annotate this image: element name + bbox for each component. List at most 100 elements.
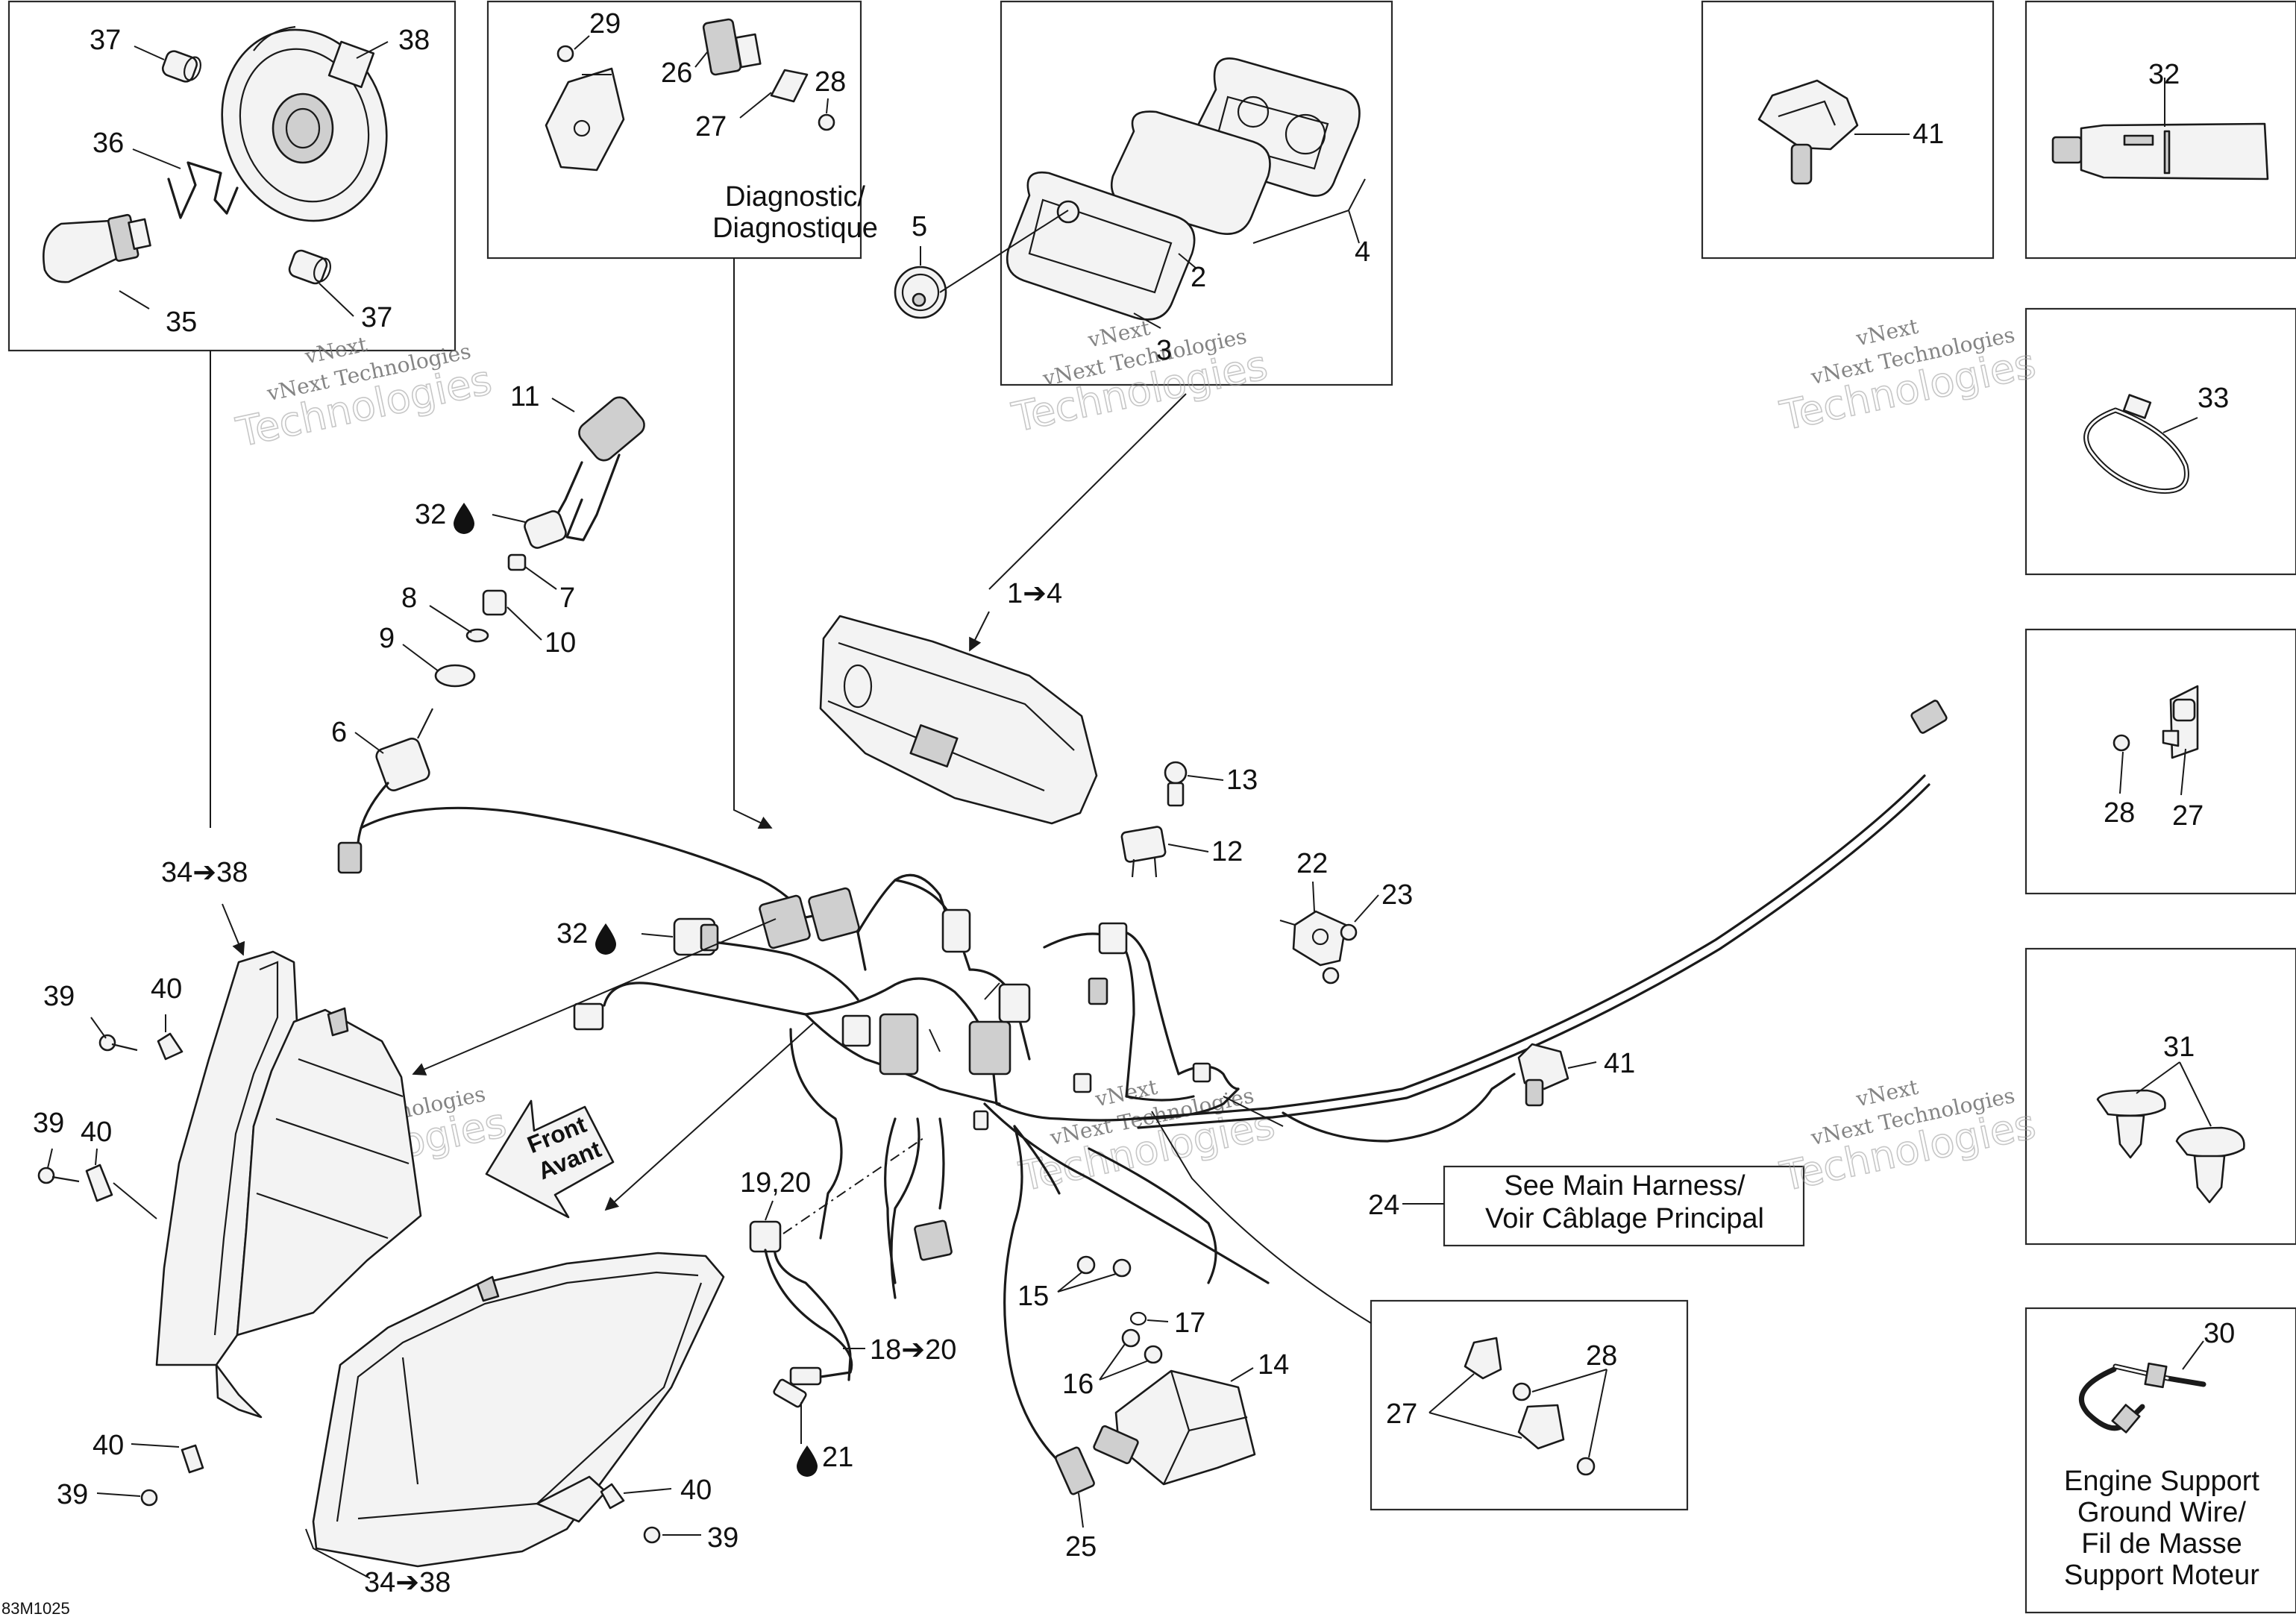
callout-39: 39 — [57, 1479, 88, 1510]
callout-34-to-38: 34➔38 — [364, 1567, 451, 1598]
callout-15: 15 — [1017, 1281, 1049, 1312]
temperature-sensor-19-20 — [749, 1220, 853, 1408]
callout-25: 25 — [1065, 1531, 1097, 1563]
clip-nut-40-a — [157, 1032, 184, 1061]
washer-16 — [1121, 1328, 1163, 1364]
callout-41: 41 — [1604, 1048, 1635, 1079]
voltage-regulator-14 — [1093, 1369, 1256, 1486]
callout-9: 9 — [379, 623, 395, 654]
callout-36: 36 — [92, 128, 124, 159]
instrument-cluster — [819, 615, 1098, 825]
washer-8 — [465, 628, 489, 643]
diagnostic-caption-en: Diagnostic/ — [725, 181, 865, 213]
clip-41-inset-frame — [1701, 0, 1995, 260]
screw-39-d — [643, 1526, 661, 1544]
engine-caption-line3: Fil de Masse — [2081, 1528, 2242, 1560]
watermark-6: vNext vNext Technologies Technologies — [1775, 1075, 2040, 1202]
clip-nut-inset-frame — [1370, 1299, 1689, 1511]
harness-connector-cluster — [573, 700, 1948, 1261]
headlight-right — [312, 1252, 725, 1568]
callout-38: 38 — [398, 25, 430, 56]
diagnostic-plate — [770, 69, 835, 131]
cable-spring-11 — [549, 396, 645, 541]
bulb-socket-cover — [221, 25, 388, 222]
diagnostic-caption-fr: Diagnostique — [712, 213, 878, 244]
rubber-boot-lower — [288, 249, 331, 285]
callout-39: 39 — [33, 1108, 64, 1139]
connector-25 — [1055, 1446, 1095, 1495]
callout-37: 37 — [90, 25, 121, 56]
light-bulb-13 — [1164, 761, 1188, 807]
washer-23 — [1322, 923, 1358, 985]
callout-28: 28 — [2104, 797, 2135, 829]
callout-2: 2 — [1191, 262, 1206, 293]
watermark-3: vNext vNext Technologies Technologies — [1775, 314, 2040, 441]
callout-28: 28 — [815, 66, 846, 98]
callout-7: 7 — [559, 583, 575, 614]
callout-23: 23 — [1381, 879, 1413, 911]
nut-7 — [507, 553, 527, 571]
harness-clip-41 — [1757, 79, 1859, 185]
callout-28: 28 — [1586, 1340, 1617, 1372]
grease-drop-icon — [595, 923, 616, 955]
callout-31: 31 — [2163, 1032, 2195, 1063]
bracket-screw — [2112, 734, 2130, 752]
callout-33: 33 — [2198, 383, 2229, 414]
callout-32: 32 — [2148, 59, 2180, 90]
callout-1-to-4: 1➔4 — [1007, 578, 1062, 609]
callout-39: 39 — [707, 1522, 738, 1554]
callout-40: 40 — [680, 1475, 712, 1506]
clip-nut-lower — [1517, 1404, 1596, 1476]
engine-caption-line1: Engine Support — [2064, 1466, 2259, 1497]
callout-13: 13 — [1226, 764, 1258, 796]
front-direction-arrow: Front Avant — [485, 1099, 615, 1219]
bracket-inset-frame — [2024, 628, 2296, 895]
boot-32 — [524, 510, 567, 549]
switch-22 — [1279, 910, 1347, 967]
screw-39-b — [37, 1167, 80, 1184]
callout-27: 27 — [1386, 1398, 1417, 1430]
main-harness-callout-box — [1443, 1165, 1805, 1247]
push-rivet-left — [2096, 1089, 2166, 1159]
headlight-left — [155, 950, 422, 1419]
clip-nut-40-c — [181, 1444, 204, 1474]
clip-nut-upper — [1464, 1337, 1531, 1401]
connector-32 — [673, 917, 719, 956]
ground-wire-inset-frame — [2024, 1307, 2296, 1614]
main-harness-caption-fr: Voir Câblage Principal — [1485, 1203, 1764, 1234]
rubber-boot-upper — [161, 50, 201, 83]
screw-39-a — [98, 1034, 138, 1052]
diagram-code: 83M1025 — [1, 1599, 70, 1617]
wiring-harness — [360, 774, 1930, 1463]
callout-26: 26 — [661, 57, 692, 89]
diagnostic-connector — [702, 18, 762, 76]
nut-10 — [482, 589, 507, 616]
gauge-dial — [894, 266, 947, 319]
brake-switch-6 — [337, 708, 433, 874]
callout-30: 30 — [2204, 1318, 2235, 1349]
callout-22: 22 — [1296, 848, 1328, 879]
callout-4: 4 — [1355, 236, 1370, 268]
callout-6: 6 — [331, 717, 347, 748]
o-ring-17 — [1129, 1311, 1147, 1326]
spacer-9 — [434, 664, 476, 688]
callout-8: 8 — [401, 583, 417, 614]
callout-39: 39 — [43, 981, 75, 1012]
callout-35: 35 — [166, 307, 197, 338]
callout-5: 5 — [912, 211, 927, 242]
bulb-retaining-spring — [167, 161, 239, 219]
callout-10: 10 — [545, 627, 576, 659]
callout-41: 41 — [1913, 119, 1944, 150]
engine-caption-line2: Ground Wire/ — [2077, 1497, 2246, 1528]
callout-27: 27 — [695, 111, 727, 142]
engine-caption-line4: Support Moteur — [2064, 1560, 2259, 1591]
callout-40: 40 — [151, 973, 182, 1005]
callout-19-20: 19,20 — [740, 1167, 811, 1199]
callout-17: 17 — [1174, 1307, 1205, 1339]
clip-nut-40-d — [600, 1483, 625, 1510]
callout-3: 3 — [1156, 335, 1172, 366]
callout-40: 40 — [92, 1430, 124, 1461]
callout-27: 27 — [2172, 800, 2204, 832]
bulb-socket-12 — [1120, 826, 1167, 878]
